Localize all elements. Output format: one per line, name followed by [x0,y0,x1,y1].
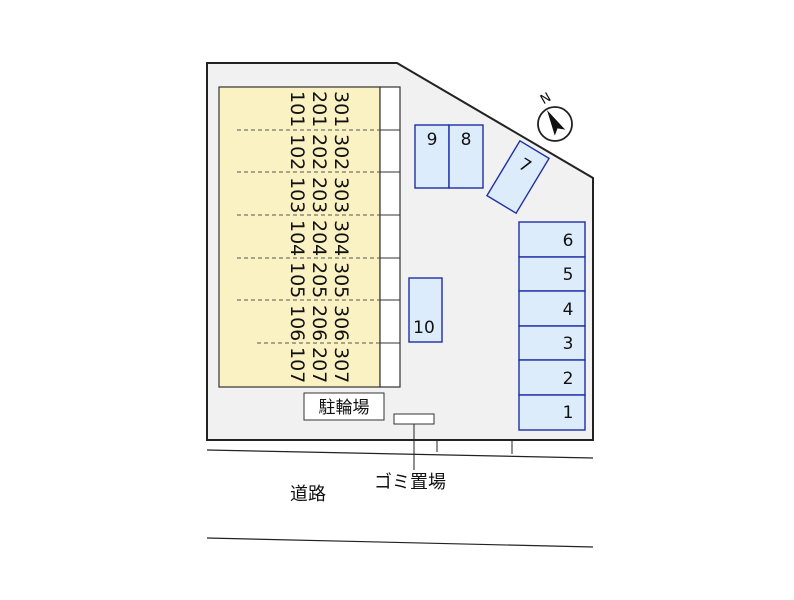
parking-number: 2 [563,369,574,389]
room-number: 302 [330,134,352,170]
room-number: 306 [330,305,352,341]
parking-number: 10 [413,318,435,338]
room-number: 301 [330,91,352,127]
room-number: 206 [308,305,330,341]
parking-number: 9 [427,130,438,150]
room-number: 102 [286,134,308,170]
parking-number: 6 [563,231,574,251]
room-number: 203 [308,177,330,213]
north-compass-icon: N [537,90,573,142]
parking-number: 8 [461,130,472,150]
garbage-area [393,413,435,425]
road-edge-bottom [206,537,594,548]
room-column-301: 301 302 303 304 305 306 307 [330,91,352,383]
parking-space-6 [518,221,586,258]
room-number: 202 [308,134,330,170]
room-number: 207 [308,347,330,383]
room-number: 105 [286,262,308,298]
room-number: 205 [308,262,330,298]
garbage-label: ゴミ置場 [374,472,446,493]
bicycle-parking-box [303,392,385,421]
room-number: 201 [308,91,330,127]
parking-space-10 [408,277,443,343]
parking-space-5 [518,256,586,292]
room-number: 204 [308,220,330,256]
parking-space-3 [518,325,586,361]
room-number: 304 [330,220,352,256]
room-number: 107 [286,347,308,383]
room-number: 305 [330,262,352,298]
balcony-strip [379,86,401,388]
parking-space-9 [414,124,450,189]
room-number: 303 [330,177,352,213]
road-edge-top [206,449,594,459]
room-column-201: 201 202 203 204 205 206 207 [308,91,330,383]
room-column-101: 101 102 103 104 105 106 107 [286,91,308,383]
balcony-dividers [380,129,400,344]
parking-space-4 [518,290,586,327]
parking-space-7: 7 [485,139,551,215]
room-number: 103 [286,177,308,213]
apartment-building [218,86,381,388]
parking-number: 4 [563,300,574,320]
parking-space-2 [518,359,586,396]
room-number: 104 [286,220,308,256]
room-number: 307 [330,347,352,383]
road-label: 道路 [290,484,326,505]
parking-number: 3 [563,334,574,354]
room-number: 101 [286,91,308,127]
parking-space-1 [518,394,586,431]
north-label: N [538,90,554,108]
parking-space-8 [448,124,484,189]
parking-number: 5 [563,265,574,285]
room-number: 106 [286,305,308,341]
bicycle-parking-label: 駐輪場 [319,398,370,418]
floor-dividers [237,129,380,344]
parking-number: 1 [563,403,574,423]
parking-row: 6 5 4 3 2 1 [518,221,586,431]
